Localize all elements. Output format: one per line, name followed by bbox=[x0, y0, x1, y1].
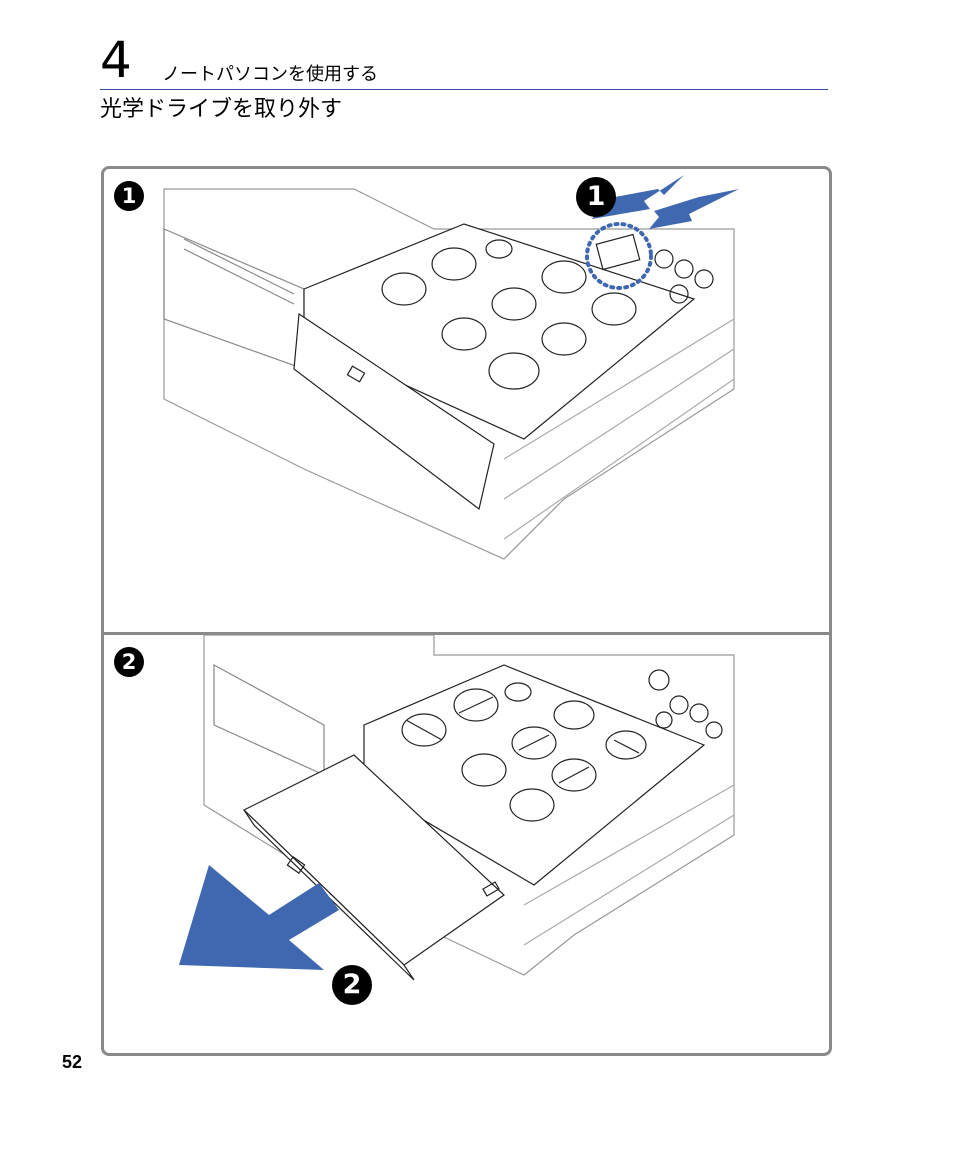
chapter-title: ノートパソコンを使用する bbox=[162, 64, 378, 86]
step-1-badge: 1 bbox=[114, 181, 144, 211]
step-2-callout: 2 bbox=[332, 965, 372, 1005]
step-2-badge: 2 bbox=[114, 647, 144, 677]
step-1-illustration-panel: 1 1 bbox=[101, 166, 832, 636]
chapter-number: 4 bbox=[100, 32, 132, 88]
chapter-divider bbox=[100, 89, 828, 90]
page-number: 52 bbox=[62, 1052, 82, 1073]
laptop-underside-illustration-1 bbox=[104, 169, 829, 633]
step-2-illustration-panel: 2 2 bbox=[101, 632, 832, 1056]
section-title: 光学ドライブを取り外す bbox=[100, 96, 342, 124]
laptop-underside-illustration-2 bbox=[104, 635, 829, 1053]
step-1-callout: 1 bbox=[576, 177, 616, 217]
